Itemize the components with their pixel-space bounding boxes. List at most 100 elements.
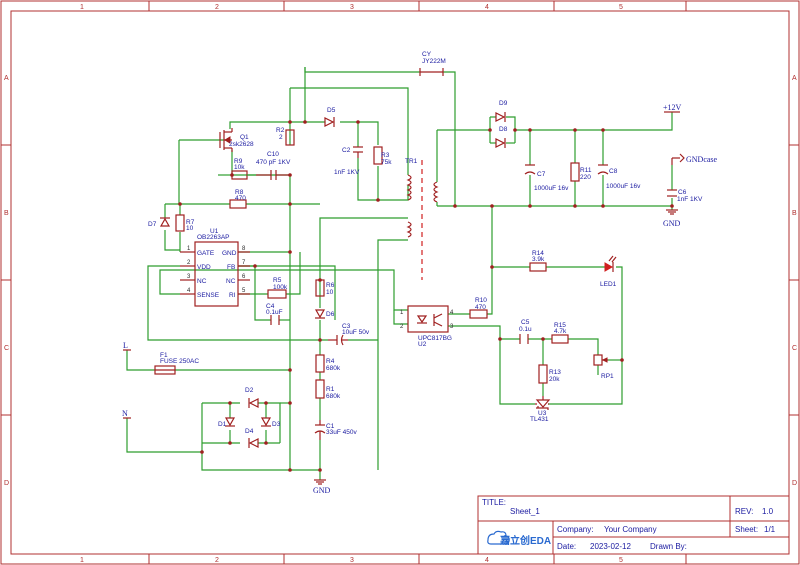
capacitor-c3: C3 10uF 50v [328, 323, 370, 346]
r10-ref: R10 [475, 297, 487, 304]
d7-label: D7 [148, 221, 157, 228]
col-label-3-bottom: 3 [350, 557, 354, 564]
n-terminal-label: N [122, 409, 128, 418]
r8-ref: R8 [235, 189, 244, 196]
ic-u1: U1 OB2263AP 1 2 3 4 8 7 6 5 GATE VDD NC … [180, 228, 250, 307]
u1-ref: U1 [210, 228, 219, 235]
r3-value: 75k [381, 159, 392, 166]
r7-ref: R7 [186, 219, 195, 226]
u1-pin-vdd: VDD [197, 264, 211, 271]
f1-ref: F1 [160, 352, 168, 359]
bridge-rectifier: D2 D4 D1 D3 [218, 387, 281, 448]
resistor-r6: R6 10 [315, 279, 335, 297]
r11-ref: R11 [580, 167, 592, 174]
d6-label: D6 [326, 311, 335, 318]
r14-ref: R14 [532, 250, 544, 257]
capacitor-c7: C7 1000uF 16v [524, 164, 569, 192]
resistor-r1: R1 680k [315, 379, 341, 400]
u1-pin6-number: 6 [242, 274, 246, 280]
gndcase-symbol: GNDcase [671, 153, 718, 165]
u3-value: TL431 [530, 416, 549, 423]
capacitor-c10: C10 470 pF 1KV [256, 151, 291, 180]
c7-ref: C7 [537, 171, 546, 178]
resistor-r13: R13 20k [538, 364, 561, 384]
row-label-a-right: A [792, 75, 797, 82]
u1-value: OB2263AP [197, 234, 230, 241]
u1-pin2-number: 2 [187, 260, 191, 266]
resistor-r8: R8 470 [229, 189, 247, 209]
d5-label: D5 [327, 107, 336, 114]
cy-ref: CY [422, 51, 432, 58]
capacitor-c8: C8 1000uF 16v [597, 164, 641, 190]
title-label: TITLE: [482, 498, 506, 507]
row-label-d: D [4, 480, 9, 487]
diode-d7: D7 [148, 217, 171, 228]
gnd-right-label: GND [663, 219, 681, 228]
row-label-c: C [4, 345, 9, 352]
c5-ref: C5 [521, 319, 530, 326]
led-led1: LED1 [600, 255, 617, 288]
c7-value: 1000uF 16v [534, 185, 569, 192]
shunt-regulator-u3: U3 TL431 [530, 396, 551, 423]
u1-pin-fb: FB [227, 264, 235, 271]
col-label-1: 1 [80, 4, 84, 11]
power-flag-12v: +12V [663, 103, 682, 113]
r11-value: 220 [580, 174, 591, 181]
sheet-label: Sheet: [735, 525, 758, 534]
col-label-2: 2 [215, 4, 219, 11]
transformer-tr1: TR1 [405, 130, 439, 280]
u1-pin5-number: 5 [242, 288, 246, 294]
c3-value: 10uF 50v [342, 329, 370, 336]
c3-ref: C3 [342, 323, 351, 330]
capacitor-c5: C5 0.1u [519, 319, 532, 344]
r15-ref: R15 [554, 322, 566, 329]
col-label-5: 5 [619, 4, 623, 11]
gnd-bottom-label: GND [313, 486, 331, 495]
u1-pin8-number: 8 [242, 246, 246, 252]
row-label-a: A [4, 75, 9, 82]
resistor-r15: R15 4.7k [551, 322, 569, 344]
u3-ref: U3 [538, 410, 547, 417]
c8-ref: C8 [609, 168, 618, 175]
u1-pin-nc2: NC [226, 278, 236, 285]
r4-ref: R4 [326, 358, 335, 365]
col-label-2-bottom: 2 [215, 557, 219, 564]
potentiometer-rp1: RP1 [593, 354, 614, 380]
capacitor-cy: CY JY222M [419, 51, 446, 76]
title-block: TITLE: Sheet_1 REV: 1.0 Company: Your Co… [477, 495, 790, 555]
row-label-d-right: D [792, 480, 797, 487]
rev-label: REV: [735, 507, 753, 516]
capacitor-c6: C6 1nF 1KV [667, 189, 703, 203]
col-label-1-bottom: 1 [80, 557, 84, 564]
u1-pin1-number: 1 [187, 246, 191, 252]
resistor-r14: R14 3.9k [529, 250, 547, 272]
c6-ref: C6 [678, 189, 687, 196]
d4-label: D4 [245, 428, 254, 435]
r3-ref: R3 [381, 152, 390, 159]
easyeda-logo: 嘉立创EDA [487, 530, 551, 547]
u1-pin-ri: RI [229, 292, 236, 299]
resistor-r3: R3 75k [373, 146, 392, 166]
led1-label: LED1 [600, 281, 617, 288]
drawn-by-label: Drawn By: [650, 542, 687, 551]
diode-d5: D5 [324, 107, 336, 127]
r13-value: 20k [549, 376, 560, 383]
r14-value: 3.9k [532, 256, 545, 263]
c6-value: 1nF 1KV [677, 196, 703, 203]
u2-pin2-number: 2 [400, 324, 404, 330]
r10-value: 470 [475, 304, 486, 311]
r9-value: 10k [234, 164, 245, 171]
d8-label: D8 [499, 126, 508, 133]
u2-value: UPC817BG [418, 335, 452, 342]
title-value: Sheet_1 [510, 507, 540, 516]
diodes-d8-d9: D9 D8 [495, 100, 508, 148]
r1-ref: R1 [326, 386, 335, 393]
c4-ref: C4 [266, 303, 275, 310]
r1-value: 680k [326, 393, 341, 400]
date-value: 2023-02-12 [590, 542, 631, 551]
u2-pin1-number: 1 [400, 310, 404, 316]
u1-pin-gnd: GND [222, 250, 237, 257]
col-label-4-bottom: 4 [485, 557, 489, 564]
wires [126, 67, 673, 480]
